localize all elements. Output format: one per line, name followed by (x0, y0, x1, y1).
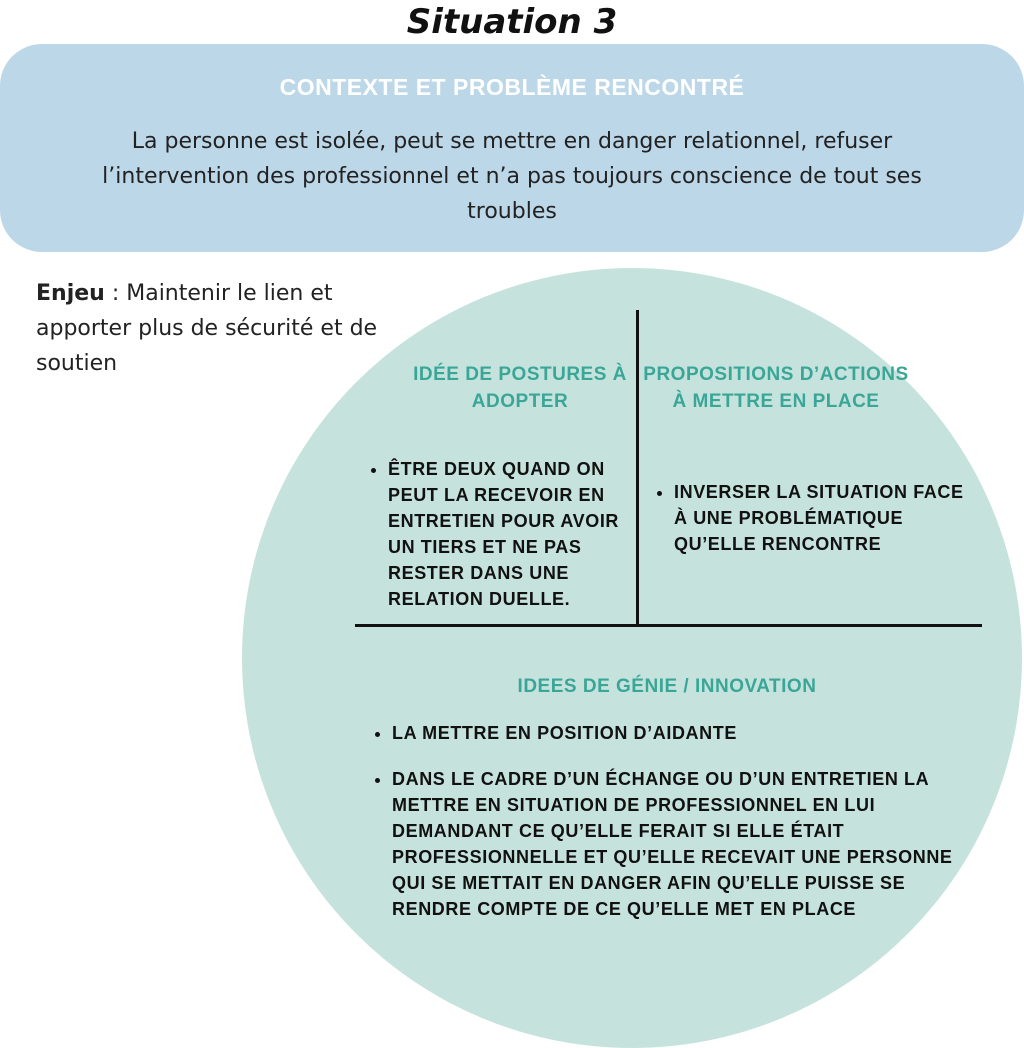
actions-heading: PROPOSITIONS D’ACTIONS À METTRE EN PLACE (643, 364, 909, 412)
actions-list: INVERSER LA SITUATION FACE À UNE PROBLÉM… (652, 479, 964, 577)
innovation-heading: IDEES DE GÉNIE / INNOVATION (517, 676, 817, 697)
postures-heading: IDÉE DE POSTURES À ADOPTER (413, 364, 627, 412)
horizontal-divider (355, 624, 982, 627)
context-body: La personne est isolée, peut se mettre e… (102, 129, 922, 224)
list-item: INVERSER LA SITUATION FACE À UNE PROBLÉM… (674, 479, 964, 557)
list-item: ÊTRE DEUX QUAND ON PEUT LA RECEVOIR EN E… (388, 456, 650, 612)
enjeu-text: Enjeu : Maintenir le lien et apporter pl… (36, 276, 416, 381)
list-item: LA METTRE EN POSITION D’AIDANTE (392, 720, 972, 746)
circle-background (242, 268, 1022, 1048)
context-box: CONTEXTE ET PROBLÈME RENCONTRÉ La person… (0, 44, 1024, 252)
postures-list: ÊTRE DEUX QUAND ON PEUT LA RECEVOIR EN E… (366, 456, 650, 632)
page-title: Situation 3 (406, 2, 618, 42)
innovation-list: LA METTRE EN POSITION D’AIDANTE DANS LE … (370, 720, 972, 942)
enjeu-description: : Maintenir le lien et apporter plus de … (36, 281, 378, 376)
vertical-divider (636, 310, 639, 624)
enjeu-label: Enjeu (36, 281, 105, 306)
context-heading: CONTEXTE ET PROBLÈME RENCONTRÉ (279, 74, 745, 100)
list-item: DANS LE CADRE D’UN ÉCHANGE OU D’UN ENTRE… (392, 766, 972, 922)
